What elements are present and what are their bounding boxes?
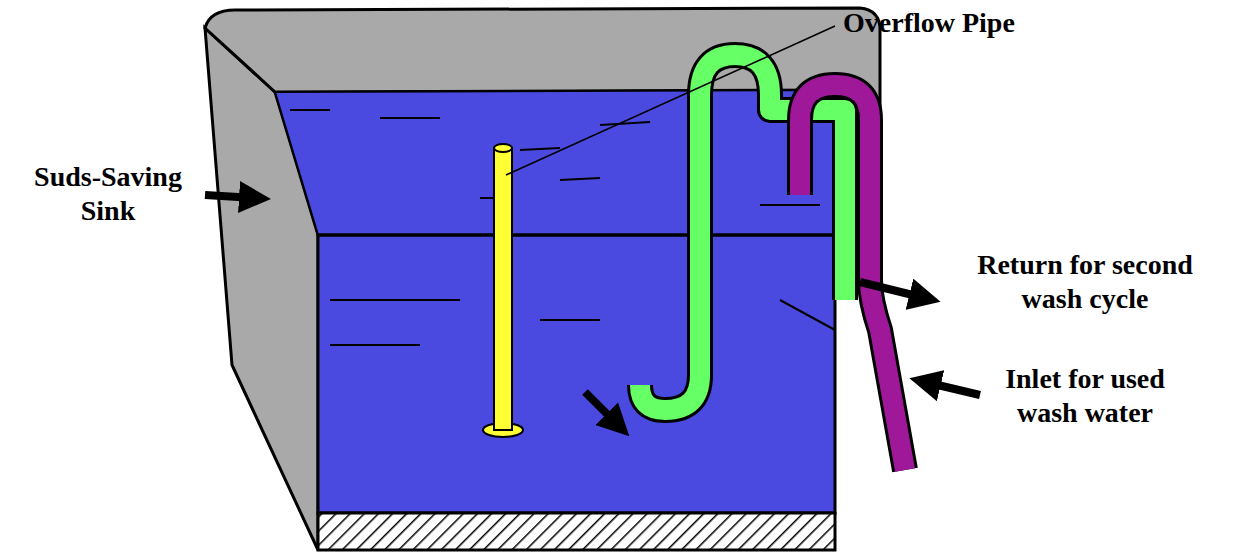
callout-label: Inlet for used wash water xyxy=(985,362,1185,429)
callout-label: Overflow Pipe xyxy=(843,6,1015,40)
callout-label: Return for second wash cycle xyxy=(960,248,1210,315)
callout-label: Suds-Saving Sink xyxy=(18,160,198,227)
